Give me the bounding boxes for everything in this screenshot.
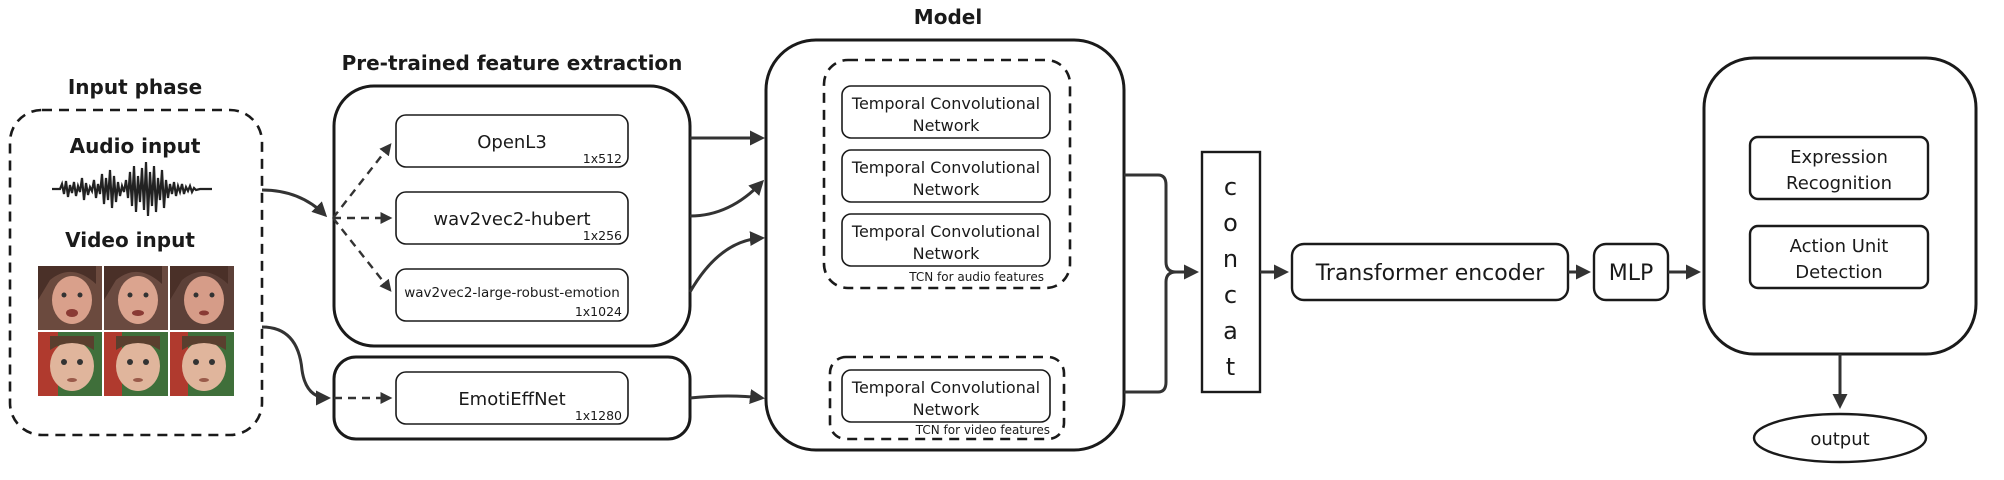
openl3-label: OpenL3	[477, 132, 547, 153]
emotion-dim: 1x1024	[575, 304, 622, 319]
emotion-box: wav2vec2-large-robust-emotion 1x1024	[395, 268, 629, 322]
mlp-box: MLP	[1592, 242, 1670, 302]
video-input-label: Video input	[65, 228, 195, 252]
audio-input-label: Audio input	[70, 134, 201, 158]
svg-text:Temporal Convolutional: Temporal Convolutional	[851, 158, 1040, 177]
face-frame-icon	[170, 266, 234, 330]
model-to-concat-arrow-top	[1124, 173, 1199, 280]
svg-text:n: n	[1223, 245, 1239, 273]
svg-text:c: c	[1224, 281, 1238, 309]
emotieffnet-box: EmotiEffNet 1x1280	[395, 371, 629, 425]
hubert-dim: 1x256	[583, 228, 622, 243]
svg-text:a: a	[1223, 317, 1239, 345]
tcn-audio-1: Temporal Convolutional Network	[841, 85, 1051, 139]
hubert-to-model-arrow	[689, 179, 765, 218]
svg-text:t: t	[1226, 353, 1236, 381]
audio-waveform-icon	[52, 161, 212, 217]
feature-extraction-heading: Pre-trained feature extraction	[342, 51, 683, 75]
transformer-encoder-label: Transformer encoder	[1315, 261, 1546, 286]
action-unit-detection-box: Action Unit Detection	[1748, 224, 1930, 290]
hubert-label: wav2vec2-hubert	[433, 209, 590, 230]
tcn-audio-3: Temporal Convolutional Network	[841, 213, 1051, 267]
emotieffnet-label: EmotiEffNet	[458, 389, 565, 410]
input-phase-heading: Input phase	[68, 75, 202, 99]
openl3-box: OpenL3 1x512	[395, 114, 629, 168]
svg-text:o: o	[1223, 209, 1239, 237]
expression-recognition-line2: Recognition	[1786, 173, 1892, 194]
tcn-video-caption: TCN for video features	[915, 423, 1050, 437]
svg-text:Network: Network	[913, 244, 981, 263]
tasks-group	[1702, 56, 1978, 356]
video-frames-adult	[38, 266, 234, 330]
svg-text:c: c	[1224, 173, 1238, 201]
model-to-concat-arrow-bottom	[1124, 270, 1177, 394]
face-frame-icon	[170, 332, 234, 396]
output-label: output	[1810, 429, 1869, 450]
dash-arrow-openl3	[332, 143, 392, 219]
tcn-audio-caption: TCN for audio features	[908, 270, 1044, 284]
svg-text:Network: Network	[913, 116, 981, 135]
output-node: output	[1752, 412, 1928, 464]
svg-text:Network: Network	[913, 400, 981, 419]
tcn-audio-group	[822, 58, 1072, 290]
emotion-to-model-arrow	[688, 231, 765, 293]
emotion-label: wav2vec2-large-robust-emotion	[404, 285, 620, 301]
openl3-dim: 1x512	[583, 151, 622, 166]
face-frame-icon	[38, 332, 102, 396]
video-frames-child	[38, 332, 234, 396]
model-group	[764, 38, 1126, 452]
transformer-encoder-box: Transformer encoder	[1290, 242, 1570, 302]
expression-recognition-line1: Expression	[1790, 147, 1888, 168]
emotieffnet-to-model-arrow	[689, 389, 765, 404]
mlp-label: MLP	[1609, 261, 1654, 286]
tcn-video-group	[828, 355, 1066, 441]
action-unit-detection-line1: Action Unit	[1790, 236, 1889, 257]
svg-text:Temporal Convolutional: Temporal Convolutional	[851, 94, 1040, 113]
hubert-box: wav2vec2-hubert 1x256	[395, 191, 629, 245]
emotieffnet-dim: 1x1280	[575, 408, 622, 423]
action-unit-detection-line2: Detection	[1795, 262, 1882, 283]
tcn-video-1: Temporal Convolutional Network	[841, 369, 1051, 423]
face-frame-icon	[104, 332, 168, 396]
model-heading: Model	[914, 5, 982, 29]
face-frame-icon	[104, 266, 168, 330]
video-to-extractor-arrow	[261, 325, 331, 406]
concat-label: c o n c a t	[1223, 173, 1239, 381]
input-phase-group	[8, 108, 264, 437]
svg-text:Temporal Convolutional: Temporal Convolutional	[851, 222, 1040, 241]
tcn-audio-2: Temporal Convolutional Network	[841, 149, 1051, 203]
audio-to-extractors-arrow	[261, 188, 328, 218]
face-frame-icon	[38, 266, 102, 330]
svg-text:Temporal Convolutional: Temporal Convolutional	[851, 378, 1040, 397]
svg-text:Network: Network	[913, 180, 981, 199]
expression-recognition-box: Expression Recognition	[1748, 135, 1930, 201]
dash-arrow-emotion	[332, 217, 392, 292]
